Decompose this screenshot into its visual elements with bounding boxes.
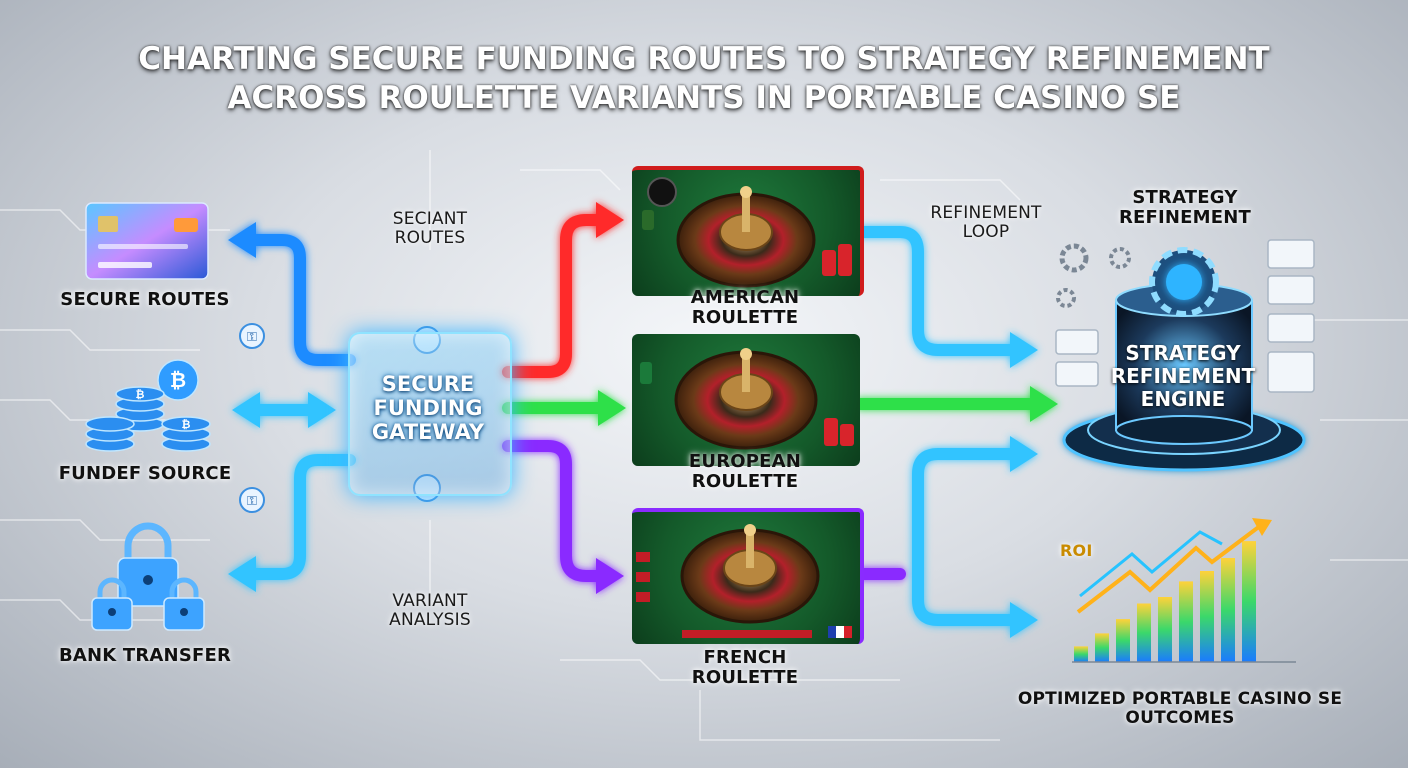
french-roulette-panel[interactable] (632, 508, 864, 644)
svg-text:₿: ₿ (170, 368, 186, 392)
variant-arrows (502, 202, 626, 594)
roi-trend-line (1076, 524, 1262, 614)
roi-bar (1242, 541, 1256, 662)
svg-text:⚿: ⚿ (247, 330, 257, 345)
roulette-wheel-icon (640, 348, 854, 450)
label-strategy-refinement: STRATEGY REFINEMENT (1118, 187, 1252, 229)
secure-funding-gateway[interactable] (348, 332, 512, 496)
roi-bar (1221, 558, 1235, 662)
page-title: CHARTING SECURE FUNDING ROUTES TO STRATE… (0, 40, 1408, 118)
roulette-wheel-icon (636, 524, 852, 638)
gear-icon (1056, 243, 1219, 317)
french-flag-icon (828, 626, 852, 638)
roi-trend-arrowhead (1252, 518, 1272, 536)
roulette-wheel-icon (642, 177, 852, 288)
label-refinement-loop: REFINEMENT LOOP (930, 203, 1042, 243)
label-french-roulette: FRENCH ROULETTE (691, 647, 799, 689)
roi-bar (1116, 619, 1130, 662)
title-line-2: ACROSS ROULETTE VARIANTS IN PORTABLE CAS… (227, 79, 1181, 116)
dashboard-panels (1055, 239, 1315, 393)
source-arrows (228, 222, 356, 592)
roi-bar (1158, 597, 1172, 662)
label-bank-transfer: BANK TRANSFER (58, 645, 232, 666)
european-roulette-panel[interactable] (632, 334, 860, 466)
bitcoin-coins-icon: ₿ ₿ ₿ (85, 359, 211, 452)
roi-trend-line-secondary (1079, 530, 1223, 598)
engine-label: STRATEGY REFINEMENT ENGINE (1110, 341, 1256, 411)
svg-text:⚿: ⚿ (247, 494, 257, 509)
label-optimized-outcomes: OPTIMIZED PORTABLE CASINO SE OUTCOMES (1017, 689, 1343, 729)
label-roi: ROI (1060, 541, 1093, 560)
title-line-1: CHARTING SECURE FUNDING ROUTES TO STRATE… (138, 41, 1270, 77)
american-roulette-panel[interactable] (632, 166, 864, 296)
svg-text:₿: ₿ (182, 418, 191, 431)
roi-bars (1074, 541, 1256, 662)
label-variant-analysis: VARIANT ANALYSIS (389, 591, 471, 631)
gateway-label: SECURE FUNDING GATEWAY (371, 372, 485, 445)
label-fundef-source: FUNDEF SOURCE (58, 463, 232, 484)
strategy-engine (1062, 283, 1306, 472)
roi-bar (1095, 633, 1109, 662)
svg-text:₿: ₿ (136, 388, 145, 401)
label-seciant-routes: SECIANT ROUTES (392, 209, 468, 249)
roi-bar (1200, 571, 1214, 662)
roi-bar (1137, 603, 1151, 662)
engine-arrows (854, 226, 1058, 638)
label-secure-routes: SECURE ROUTES (60, 289, 230, 310)
roi-bar (1074, 646, 1088, 662)
circuit-lines (0, 150, 1408, 741)
label-european-roulette: EUROPEAN ROULETTE (688, 451, 802, 493)
credit-card-icon (85, 202, 209, 280)
roi-bar (1179, 581, 1193, 662)
label-american-roulette: AMERICAN ROULETTE (690, 287, 800, 329)
padlock-icon (91, 522, 205, 631)
